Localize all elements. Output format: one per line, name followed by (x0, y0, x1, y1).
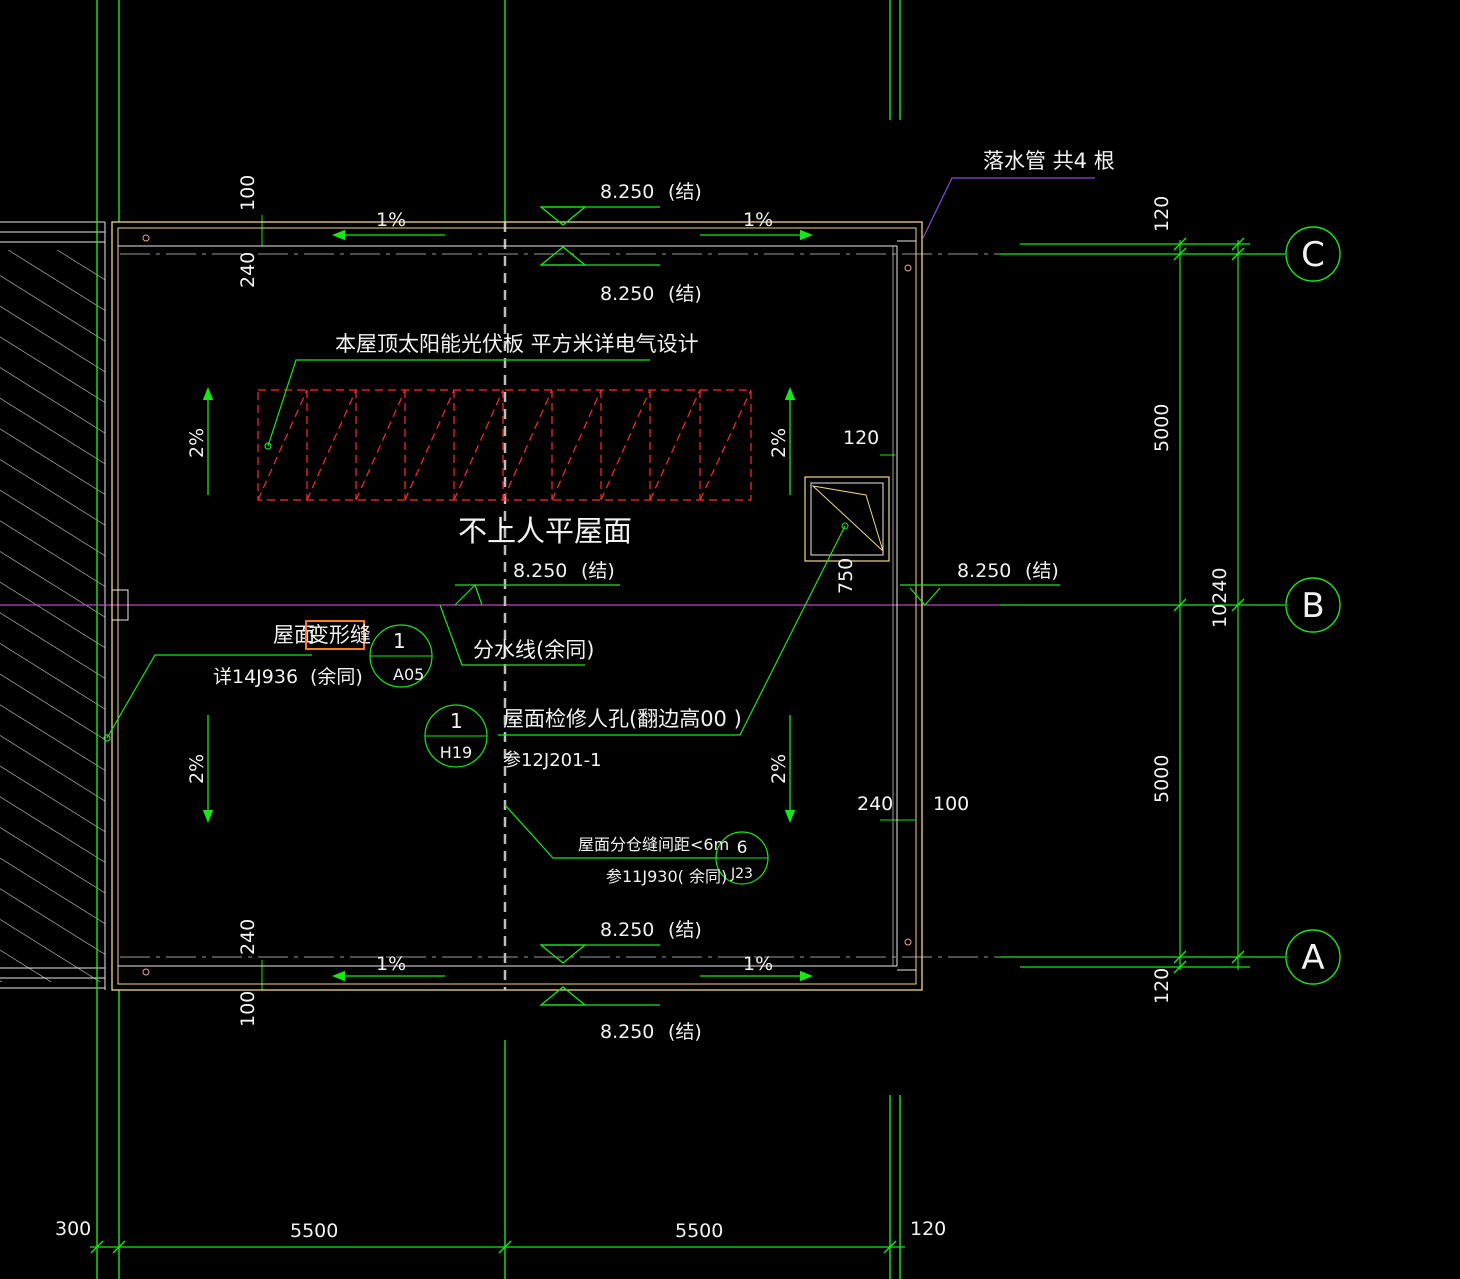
elevation-suffix: (结) (668, 283, 702, 305)
detail-mark-bottom: J23 (730, 866, 753, 882)
axis-lines (0, 222, 1000, 990)
solar-panel-array (257, 389, 752, 501)
detail-mark-j23: 6 J23 (715, 831, 769, 885)
dim-300: 300 (55, 1218, 91, 1240)
slope-label: 1% (376, 953, 406, 975)
dim-750: 750 (835, 558, 857, 594)
dim-10240: 10240 (1209, 568, 1231, 628)
same-as-note: (余同) (310, 666, 363, 688)
slope-labels: 1% 1% 1% 1% 2% 2% 2% 2% (186, 209, 790, 975)
dim-120: 120 (1151, 968, 1173, 1004)
axis-bubble-c: C (1285, 226, 1341, 282)
ridge-line-note: 分水线(余同) (473, 638, 594, 662)
elevation-suffix: (结) (668, 1021, 702, 1043)
detail-mark-top: 6 (737, 838, 748, 858)
dim-5500: 5500 (290, 1220, 338, 1242)
elevation-labels: 8.250 (结) 8.250 (结) 8.250 (结) 8.250 (结) … (513, 181, 1059, 1043)
roof-type-label: 不上人平屋面 (458, 514, 632, 548)
dim-240: 240 (237, 919, 259, 955)
elevation-value: 8.250 (957, 560, 1011, 582)
slope-label: 2% (186, 428, 208, 458)
slope-label: 1% (743, 953, 773, 975)
dim-5000: 5000 (1151, 404, 1173, 452)
expansion-prefix: 屋面 (273, 623, 315, 647)
axis-bubble-a: A (1285, 929, 1341, 985)
elevation-value: 8.250 (600, 1021, 654, 1043)
dim-100: 100 (933, 793, 969, 815)
detail-mark-bottom: H19 (440, 743, 472, 762)
hatch-note-2: 参12J201-1 (503, 750, 602, 771)
dim-120: 120 (843, 427, 879, 449)
detail-mark-bottom: A05 (393, 665, 424, 684)
elevation-symbols (455, 206, 1060, 1006)
slope-label: 2% (186, 754, 208, 784)
dim-120: 120 (1151, 196, 1173, 232)
elevation-value: 8.250 (600, 181, 654, 203)
detail-mark-h19: 1 H19 (424, 704, 488, 768)
slope-label: 1% (743, 209, 773, 231)
dim-5000: 5000 (1151, 755, 1173, 803)
elevation-value: 8.250 (600, 919, 654, 941)
leader-lines (103, 177, 1095, 859)
elevation-value: 8.250 (513, 560, 567, 582)
partition-note-2: 参11J930( 余同) (606, 867, 727, 886)
dimension-labels: 100 240 240 100 120 5000 10240 5000 120 … (55, 175, 1231, 1242)
dim-5500: 5500 (675, 1220, 723, 1242)
detail-mark-top: 1 (450, 709, 463, 733)
slope-label: 2% (768, 754, 790, 784)
hatch-note-1: 屋面检修人孔(翻边高00 ) (503, 707, 742, 731)
axis-label-a: A (1301, 938, 1324, 978)
detail-mark-top: 1 (393, 629, 406, 653)
detail-mark-a05: 1 A05 (369, 624, 433, 688)
expansion-joint-label: 变形缝 (308, 623, 371, 647)
partition-note-1: 屋面分仓缝间距<6m (578, 835, 729, 854)
roof-access-hatch (804, 476, 890, 562)
dim-120: 120 (910, 1218, 946, 1240)
downpipe-note: 落水管 共4 根 (983, 149, 1115, 173)
solar-note: 本屋顶太阳能光伏板 平方米详电气设计 (335, 332, 699, 356)
elevation-value: 8.250 (600, 283, 654, 305)
slope-arrows (202, 229, 813, 982)
axis-bubble-b: B (1285, 577, 1341, 633)
elevation-suffix: (结) (1025, 560, 1059, 582)
elevation-suffix: (结) (581, 560, 615, 582)
expansion-ref: 详14J936 (213, 666, 298, 688)
axis-label-c: C (1301, 235, 1325, 275)
dim-100: 100 (237, 175, 259, 211)
slope-label: 1% (376, 209, 406, 231)
dim-100: 100 (237, 991, 259, 1027)
adjacent-building-hatch (0, 221, 106, 990)
grid-lines (90, 0, 1285, 1279)
elevation-suffix: (结) (668, 181, 702, 203)
roof-outline (111, 221, 923, 991)
axis-label-b: B (1301, 586, 1324, 626)
dim-240: 240 (237, 252, 259, 288)
elevation-suffix: (结) (668, 919, 702, 941)
expansion-highlight-box (305, 620, 365, 650)
dim-240: 240 (857, 793, 893, 815)
slope-label: 2% (768, 428, 790, 458)
